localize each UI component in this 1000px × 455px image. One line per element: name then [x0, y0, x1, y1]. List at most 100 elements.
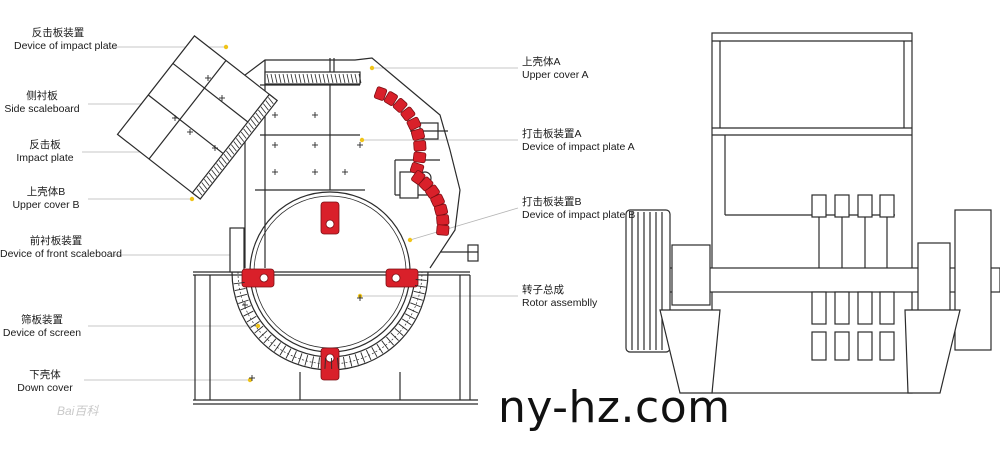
screen-tick	[414, 291, 425, 293]
column-bottom	[880, 332, 894, 360]
hammer	[321, 202, 339, 234]
column-bottom	[858, 332, 872, 360]
screen-tick	[372, 347, 377, 357]
impact-tooth-b	[436, 225, 449, 236]
label-impact-plate-b: 打击板装置B Device of impact plate B	[522, 196, 635, 222]
screen-tick	[361, 352, 365, 362]
screen-tick	[318, 357, 319, 368]
leader-dot	[408, 238, 412, 242]
hammer-body	[321, 348, 339, 380]
screen-tick	[386, 337, 393, 345]
hammer	[242, 269, 274, 287]
leader-dot	[256, 324, 260, 328]
label-impact-plate-device: 反击板装置 Device of impact plate	[14, 27, 102, 53]
leader-dot	[224, 45, 228, 49]
label-en: Rotor assemblly	[522, 297, 597, 310]
label-en: Down cover	[10, 382, 80, 395]
column-bottom	[812, 292, 826, 324]
side-view	[626, 33, 1000, 393]
down-cover-frame	[193, 272, 478, 404]
screen-tick	[311, 356, 313, 367]
label-en: Device of impact plate B	[522, 209, 635, 222]
column-top	[812, 195, 826, 217]
section-view	[118, 36, 478, 404]
screen-tick	[280, 346, 286, 355]
column-top	[858, 195, 872, 217]
screen-tick	[405, 314, 415, 319]
label-zh: 反击板	[10, 139, 80, 152]
label-zh: 反击板装置	[14, 27, 102, 40]
label-en: Device of impact plate A	[522, 141, 635, 154]
screen-tick	[305, 355, 308, 366]
label-side-scaleboard: 侧衬板 Side scaleboard	[0, 90, 84, 116]
baidu-watermark: Bai百科	[57, 402, 98, 419]
column-bottom	[858, 292, 872, 324]
screen-tick	[241, 306, 251, 310]
screen-tick	[399, 324, 408, 331]
impact-tooth-a	[413, 152, 426, 163]
hammer-hole	[392, 274, 400, 282]
screen-tick	[247, 316, 256, 322]
label-zh: 转子总成	[522, 284, 597, 297]
bearing-left	[672, 245, 710, 305]
hammer	[386, 269, 418, 287]
flywheel-right	[955, 210, 991, 350]
screen-tick	[325, 358, 326, 369]
hammer-hole	[326, 354, 334, 362]
red-hammers	[242, 86, 449, 380]
label-upper-cover-a: 上壳体A Upper cover A	[522, 56, 589, 82]
screen-tick	[238, 300, 248, 304]
bearing-right	[918, 243, 950, 318]
leader-line	[410, 208, 518, 240]
leader-dot	[190, 197, 194, 201]
screen-tick	[286, 349, 291, 359]
screen-tick	[349, 356, 351, 367]
screen-tick	[274, 342, 280, 351]
label-en: Device of front scaleboard	[0, 248, 112, 261]
impact-tooth-a	[414, 140, 427, 151]
hammer-body	[386, 269, 418, 287]
screen-tick	[391, 333, 399, 341]
label-zh: 下壳体	[10, 369, 80, 382]
front-scaleboard	[230, 228, 244, 272]
label-zh: 打击板装置A	[522, 128, 635, 141]
label-zh: 前衬板装置	[0, 235, 112, 248]
label-zh: 上壳体A	[522, 56, 589, 69]
column-bottom	[835, 292, 849, 324]
leader-dot	[248, 378, 252, 382]
screen-tick	[343, 357, 345, 368]
leader-dot	[370, 66, 374, 70]
label-en: Impact plate	[10, 152, 80, 165]
hammer-body	[242, 269, 274, 287]
screen-tick	[382, 341, 389, 350]
label-rotor-assembly: 转子总成 Rotor assemblly	[522, 284, 597, 310]
pulley	[626, 210, 670, 352]
screen-tick	[408, 308, 418, 313]
column-top	[880, 195, 894, 217]
hammer-hole	[260, 274, 268, 282]
site-watermark: ny-hz.com	[498, 382, 730, 433]
label-upper-cover-b: 上壳体B Upper cover B	[6, 186, 86, 212]
label-screen-device: 筛板装置 Device of screen	[0, 314, 84, 340]
impact-tooth-b	[436, 214, 449, 225]
screen-tick	[269, 339, 276, 348]
label-zh: 筛板装置	[0, 314, 84, 327]
label-en: Device of screen	[0, 327, 84, 340]
column-top	[835, 195, 849, 217]
label-front-scaleboard: 前衬板装置 Device of front scaleboard	[0, 235, 112, 261]
label-down-cover: 下壳体 Down cover	[10, 369, 80, 395]
label-en: Upper cover A	[522, 69, 589, 82]
label-impact-plate: 反击板 Impact plate	[10, 139, 80, 165]
column-bottom	[812, 332, 826, 360]
screen-tick	[235, 288, 246, 290]
leader-dot	[360, 138, 364, 142]
hammer	[321, 348, 339, 380]
column-bottom	[880, 292, 894, 324]
screen-tick	[264, 335, 272, 343]
hammer-body	[321, 202, 339, 234]
column-bottom	[835, 332, 849, 360]
label-impact-plate-a: 打击板装置A Device of impact plate A	[522, 128, 635, 154]
upper-housing	[245, 58, 460, 268]
screen-tick	[395, 328, 403, 335]
